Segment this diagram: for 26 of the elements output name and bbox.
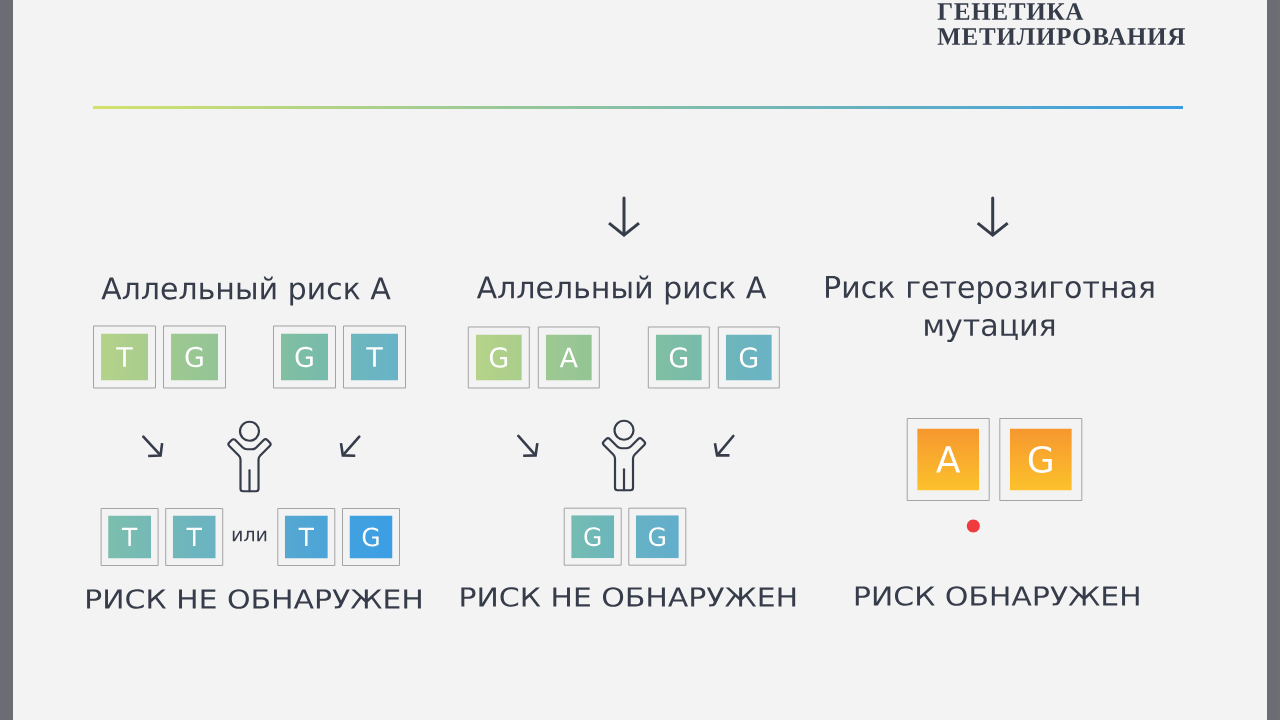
letter-tile: G bbox=[273, 325, 336, 389]
separator-text: или bbox=[232, 530, 267, 542]
heading-text: Аллельный риск A bbox=[476, 275, 767, 305]
letter-tile: T bbox=[93, 325, 156, 389]
letter-tile: G bbox=[628, 507, 687, 566]
result-text: РИСК НЕ ОБНАРУЖЕН bbox=[87, 589, 421, 609]
letter-tile: G bbox=[647, 326, 710, 389]
letter-tile: G bbox=[342, 508, 400, 566]
heading-text: Аллельный риск A bbox=[101, 276, 391, 306]
person-icon bbox=[601, 419, 647, 492]
letter-tile: T bbox=[343, 325, 406, 389]
letter-tile: G bbox=[163, 325, 226, 389]
letter-tile: T bbox=[165, 508, 224, 566]
letter-tile: T bbox=[100, 508, 159, 566]
result-text: РИСК НЕ ОБНАРУЖЕН bbox=[461, 587, 796, 607]
letter-tile: G bbox=[999, 418, 1083, 501]
letter-tile: G bbox=[563, 507, 622, 566]
letter-tile: A bbox=[537, 326, 600, 389]
letter-tile: G bbox=[467, 326, 530, 389]
letter-tile: T bbox=[277, 508, 336, 566]
letter-tile: A bbox=[906, 418, 990, 501]
result-text: РИСК ОБНАРУЖЕН bbox=[855, 586, 1139, 606]
person-icon bbox=[227, 420, 272, 493]
letter-tile: G bbox=[717, 326, 780, 389]
title-text: ГЕНЕТИКА МЕТИЛИРОВАНИЯ bbox=[937, 3, 1185, 45]
heading-text: Риск гетерозиготная мутация bbox=[826, 275, 1154, 343]
